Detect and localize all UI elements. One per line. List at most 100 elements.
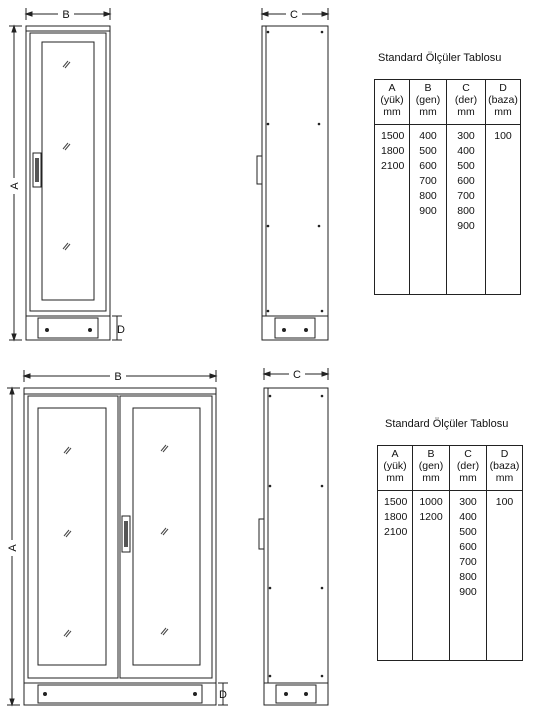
column-unit: mm — [495, 472, 514, 484]
label-c: C — [290, 9, 298, 21]
cell: 300 — [457, 130, 475, 142]
column-desc: (baza) — [489, 460, 520, 472]
column-desc: (yük) — [380, 94, 404, 106]
column-letter: D — [499, 82, 507, 94]
double-door-front-view — [7, 370, 228, 707]
column-unit: mm — [386, 472, 404, 484]
side-panel-screws — [266, 30, 324, 313]
right-glass-panel — [132, 407, 201, 666]
cell: 1000 — [419, 496, 443, 508]
column-c: C (der) mm 300 400 500 600 700 800 900 — [447, 80, 486, 294]
cell: 600 — [419, 160, 437, 172]
cell: 600 — [457, 175, 475, 187]
cell: 1800 — [381, 145, 405, 157]
column-letter: B — [424, 82, 432, 94]
dimension-line-c — [260, 8, 330, 20]
label-a: A — [7, 544, 19, 552]
column-c: C (der) mm 300 400 500 600 700 800 900 — [450, 446, 487, 660]
column-desc: (baza) — [488, 94, 518, 106]
cabinet-top-strip — [23, 387, 217, 395]
base-bolt — [45, 328, 49, 332]
cell: 800 — [419, 190, 437, 202]
cell: 1200 — [419, 511, 443, 523]
side-panel — [263, 387, 329, 684]
cell: 300 — [459, 496, 477, 508]
side-base-plinth — [261, 315, 329, 341]
cell: 1800 — [384, 511, 408, 523]
column-letter: A — [388, 82, 396, 94]
glass-reflection-marks — [62, 60, 71, 251]
side-panel-screws — [268, 394, 324, 678]
column-desc: (gen) — [418, 460, 444, 472]
cell: 700 — [457, 190, 475, 202]
cell: 2100 — [381, 160, 405, 172]
cell: 400 — [419, 130, 437, 142]
column-desc: (der) — [454, 94, 478, 106]
base-plinth — [25, 315, 111, 341]
table-title: Standard Ölçüler Tablosu — [378, 52, 502, 64]
cell: 700 — [419, 175, 437, 187]
cell: 500 — [457, 160, 475, 172]
cell: 100 — [494, 130, 512, 142]
column-letter: C — [462, 82, 470, 94]
column-unit: mm — [494, 106, 512, 118]
cell: 500 — [459, 526, 477, 538]
column-letter: D — [500, 448, 509, 460]
door-handle — [32, 152, 42, 188]
column-desc: (gen) — [415, 94, 441, 106]
cell: 400 — [457, 145, 475, 157]
column-a: A (yük) mm 1500 1800 2100 — [375, 80, 410, 294]
label-b: B — [114, 371, 121, 383]
cell: 800 — [459, 571, 477, 583]
glass-panel — [41, 41, 95, 301]
column-unit: mm — [422, 472, 440, 484]
dimension-line-c — [262, 368, 330, 380]
cell: 800 — [457, 205, 475, 217]
cell: 900 — [459, 586, 477, 598]
side-hinge — [256, 155, 263, 185]
single-door-side-view — [256, 8, 330, 341]
single-door-front-view — [9, 8, 122, 342]
cell: 900 — [419, 205, 437, 217]
cell: 1500 — [384, 496, 408, 508]
dimensions-table: A (yük) mm 1500 1800 2100 B (gen) mm 100… — [377, 445, 523, 661]
cell: 100 — [495, 496, 514, 508]
column-letter: C — [464, 448, 472, 460]
glass-reflection-marks — [63, 444, 169, 638]
column-unit: mm — [383, 106, 401, 118]
label-d: D — [219, 689, 227, 701]
column-a: A (yük) mm 1500 1800 2100 — [378, 446, 413, 660]
right-door-frame — [119, 395, 213, 679]
cabinet-top-strip — [25, 25, 111, 32]
left-door-frame — [27, 395, 119, 679]
dimension-line-b — [22, 370, 218, 382]
column-b: B (gen) mm 1000 1200 — [413, 446, 450, 660]
cell: 900 — [457, 220, 475, 232]
cell: 400 — [459, 511, 477, 523]
column-b: B (gen) mm 400 500 600 700 800 900 — [410, 80, 447, 294]
label-d: D — [117, 324, 125, 336]
table-title: Standard Ölçüler Tablosu — [385, 418, 509, 430]
column-unit: mm — [457, 106, 475, 118]
side-panel — [261, 25, 329, 317]
dimension-line-a — [9, 24, 22, 342]
door-frame — [29, 32, 107, 312]
column-letter: A — [391, 448, 399, 460]
side-base-plinth — [263, 682, 329, 706]
label-b: B — [62, 9, 69, 21]
side-hinge — [258, 518, 265, 550]
dimensions-table: A (yük) mm 1500 1800 2100 B (gen) mm 400… — [374, 79, 521, 295]
cell: 700 — [459, 556, 477, 568]
dimension-line-a — [7, 386, 20, 707]
cell: 600 — [459, 541, 477, 553]
dimension-line-d — [112, 315, 122, 341]
column-desc: (yük) — [383, 460, 407, 472]
left-glass-panel — [37, 407, 107, 666]
column-d: D (baza) mm 100 — [487, 446, 522, 660]
door-handle — [121, 515, 131, 553]
cell: 500 — [419, 145, 437, 157]
double-door-side-view — [258, 368, 330, 706]
label-c: C — [293, 369, 301, 381]
base-bolt — [88, 328, 92, 332]
